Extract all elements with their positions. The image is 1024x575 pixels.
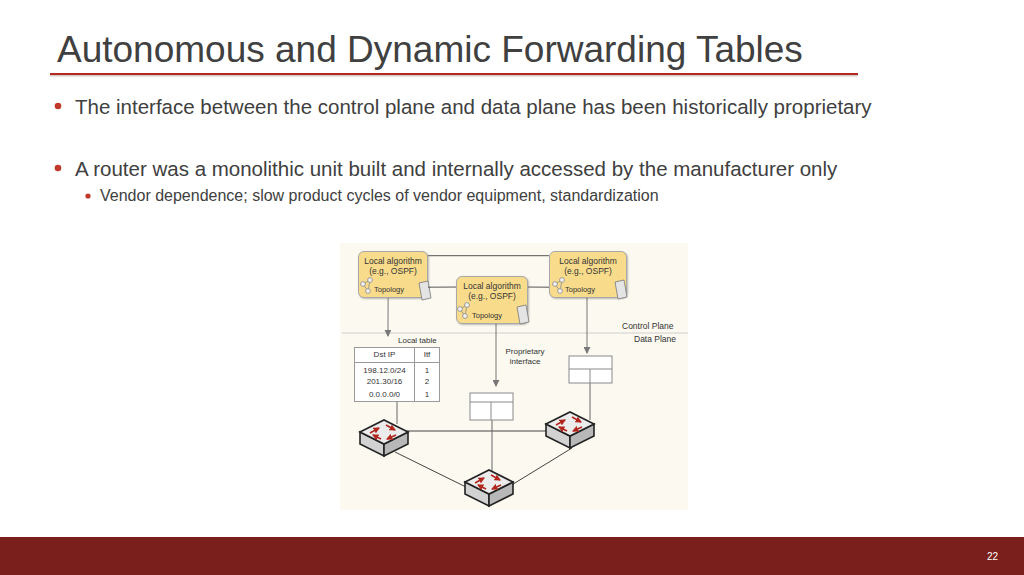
router-symbol — [546, 412, 594, 448]
router-symbol — [360, 420, 408, 456]
peer-link — [428, 255, 549, 256]
router-arrows — [475, 475, 501, 489]
algorithm-box: Local algorithm (e.g., OSPF) Topology — [358, 251, 428, 298]
topology-label: Topology — [374, 285, 404, 294]
router-arrow — [386, 425, 395, 430]
figure-background — [340, 243, 688, 510]
footer-band — [0, 537, 1024, 575]
page-number: 22 — [980, 551, 1005, 563]
bullet-dot — [55, 165, 62, 172]
plane-label: Control Plane — [622, 321, 692, 331]
leader-lines — [397, 383, 590, 474]
router-link — [405, 431, 548, 432]
peer-link — [428, 287, 456, 288]
table-cell: 1 — [415, 389, 439, 401]
empty-table — [470, 393, 513, 420]
sub-bullet-text: Vendor dependence; slow product cycles o… — [100, 186, 900, 206]
table-grid: Dst IPItf198.12.0/241201.30/1620.0.0.0/0… — [354, 347, 440, 402]
router-arrow — [573, 427, 582, 431]
table-cell: 2 — [415, 376, 439, 389]
box-title: Local algorithm (e.g., OSPF) — [461, 281, 523, 301]
router-arrow — [492, 485, 501, 489]
router-top — [546, 412, 594, 436]
router-arrow — [556, 420, 565, 425]
plane-label: Data Plane — [634, 334, 694, 344]
install-arrow — [587, 298, 588, 353]
title-rule — [50, 73, 858, 75]
forwarding-table: Local tableDst IPItf198.12.0/241201.30/1… — [354, 336, 440, 402]
router-top — [465, 470, 513, 494]
table-header-cell: Itf — [415, 348, 439, 363]
router-arrow — [373, 435, 381, 439]
box-title: Local algorithm (e.g., OSPF) — [363, 256, 423, 276]
empty-table — [569, 356, 612, 383]
router-arrow — [387, 435, 396, 439]
table-header-cell: Dst IP — [355, 348, 415, 363]
router-arrow — [491, 475, 500, 480]
plane-separator — [342, 333, 688, 334]
install-arrow — [496, 324, 497, 386]
table-cell: 1 — [415, 363, 439, 376]
peer-link — [528, 287, 549, 288]
bullet-text: The interface between the control plane … — [75, 93, 970, 120]
algorithm-box: Local algorithm (e.g., OSPF) Topology — [549, 251, 627, 298]
table-rule — [491, 402, 492, 420]
table-cell: 198.12.0/24 — [355, 363, 415, 376]
leader-line — [492, 420, 493, 474]
bullet-dot — [55, 103, 62, 110]
router-symbol — [465, 470, 513, 506]
table-arrow — [387, 298, 388, 336]
bullet-text: A router was a monolithic unit built and… — [75, 155, 995, 182]
router-arrow — [475, 478, 484, 483]
router-arrows — [556, 417, 582, 431]
algorithm-box: Local algorithm (e.g., OSPF) Topology — [456, 276, 528, 324]
router-arrows — [370, 425, 396, 439]
router-arrow — [572, 417, 581, 422]
leader-line — [397, 402, 398, 424]
interface-label: Proprietary interface — [500, 347, 550, 367]
topology-label: Topology — [472, 311, 502, 320]
router-link — [395, 452, 468, 488]
router-link — [510, 448, 572, 486]
title-rule-shadow — [50, 75, 858, 77]
table-cell: 201.30/16 — [355, 376, 415, 389]
table-heading: Local table — [398, 336, 437, 346]
table-cell: 0.0.0.0/0 — [355, 389, 415, 401]
leader-line — [590, 383, 591, 420]
bullet-dot — [85, 193, 90, 198]
table-outline — [470, 393, 513, 420]
router-arrow — [370, 428, 379, 433]
slide-title: Autonomous and Dynamic Forwarding Tables — [57, 29, 803, 71]
topology-label: Topology — [565, 285, 595, 294]
router-arrow — [478, 485, 486, 489]
box-title: Local algorithm (e.g., OSPF) — [554, 256, 622, 276]
table-rule — [590, 369, 591, 383]
router-top — [360, 420, 408, 444]
router-arrow — [559, 427, 567, 431]
table-outline — [569, 356, 612, 383]
